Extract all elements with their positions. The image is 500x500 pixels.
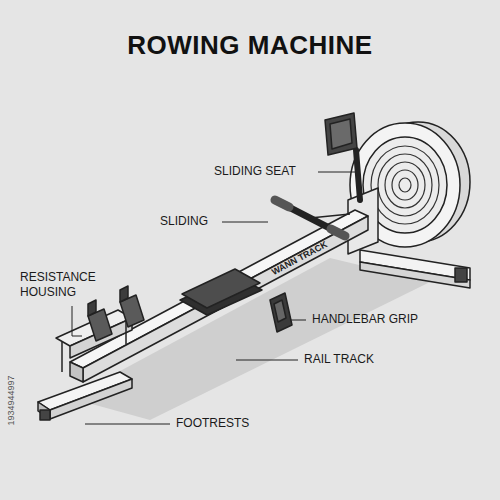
part-label: SLIDING SEAT [214, 164, 296, 179]
sliding-seat [180, 269, 262, 315]
part-label: HANDLEBAR GRIP [312, 312, 418, 327]
footrests [88, 286, 144, 341]
part-label-wrap: FOOTRESTS [176, 416, 249, 431]
part-label-wrap: RAIL TRACK [304, 352, 374, 367]
front-frame [56, 310, 132, 372]
monitor-arm [325, 113, 360, 200]
leader-lines [72, 172, 356, 424]
part-label: RESISTANCE HOUSING [20, 270, 110, 300]
rear-stand [360, 250, 470, 288]
stock-id-watermark-wrap: 1934944997 [6, 375, 17, 425]
part-label: RAIL TRACK [304, 352, 374, 367]
part-label-wrap: SLIDING [160, 214, 208, 229]
part-label: FOOTRESTS [176, 416, 249, 431]
part-label-wrap: SLIDING SEAT [214, 164, 296, 179]
handle-holder [270, 293, 292, 332]
part-label-wrap: RESISTANCE HOUSING [20, 270, 110, 300]
stock-id-watermark: 1934944997 [6, 375, 17, 425]
part-label-wrap: HANDLEBAR GRIP [312, 312, 418, 327]
title: ROWING MACHINE [0, 30, 500, 61]
part-label: SLIDING [160, 214, 208, 229]
title-wrap: ROWING MACHINE [0, 30, 500, 61]
handlebar [275, 200, 350, 236]
